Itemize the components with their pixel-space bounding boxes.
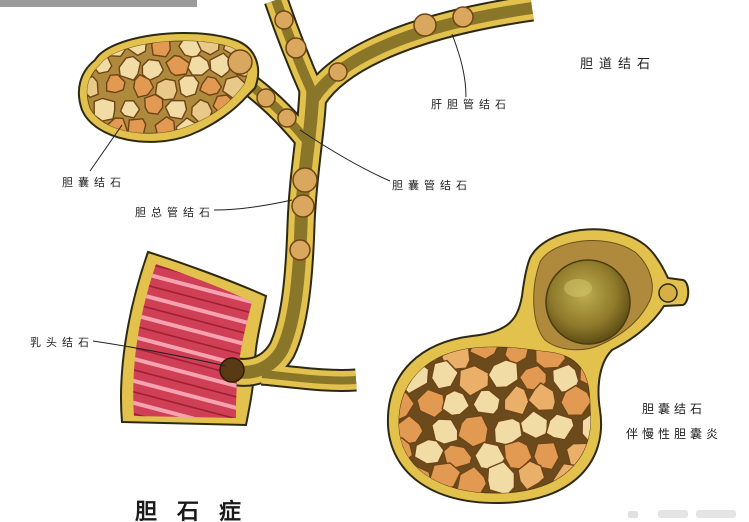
diagram-heading: 胆道结石 (580, 57, 656, 72)
label-papilla-stones: 乳头结石 (30, 336, 94, 349)
label-intrahepatic-duct-stones: 肝胆管结石 (431, 97, 511, 111)
bile-ducts (238, 0, 532, 380)
duct-walls (238, 0, 532, 380)
muscle-fold (115, 420, 275, 462)
label-cystic-duct-stones: 胆囊管结石 (392, 178, 472, 192)
gallstone (414, 14, 436, 36)
label-gallbladder-stones: 胆囊结石 (62, 175, 126, 189)
gallstone (179, 76, 199, 97)
gallstone (292, 195, 314, 217)
gallstone (293, 168, 317, 192)
gallstone (275, 11, 293, 29)
large-gallstone (546, 260, 630, 344)
large-gallstone-highlight (564, 279, 592, 297)
label-gallbladder-stones-right: 胆囊结石 (642, 401, 706, 416)
duodenum (115, 244, 275, 462)
gallstone (77, 33, 100, 54)
gallstone (382, 341, 411, 362)
gallstone (257, 89, 275, 107)
gallbladder-left (77, 30, 263, 142)
gallbladder-right (381, 229, 688, 503)
watermark-smudge (628, 510, 736, 518)
gallstone (278, 109, 296, 127)
leader-line-common-duct (214, 200, 292, 210)
gallstone (228, 50, 252, 74)
papilla-stone (220, 358, 244, 382)
diagram-caption: 胆石症 (135, 499, 261, 522)
gallstone (453, 7, 473, 27)
cystic-duct-lumen (246, 82, 306, 140)
gallbladder-neck-knob (659, 284, 677, 302)
gallstone (286, 38, 306, 58)
label-chronic-cholecystitis: 伴慢性胆囊炎 (626, 426, 722, 441)
label-common-bile-duct-stones: 胆总管结石 (135, 205, 215, 219)
gallstone (145, 95, 163, 115)
gallstone (329, 63, 347, 81)
gallstone (224, 114, 245, 137)
top-edge-bar (0, 0, 197, 7)
gallstone (290, 240, 310, 260)
leader-line-intrahepatic (452, 34, 466, 97)
